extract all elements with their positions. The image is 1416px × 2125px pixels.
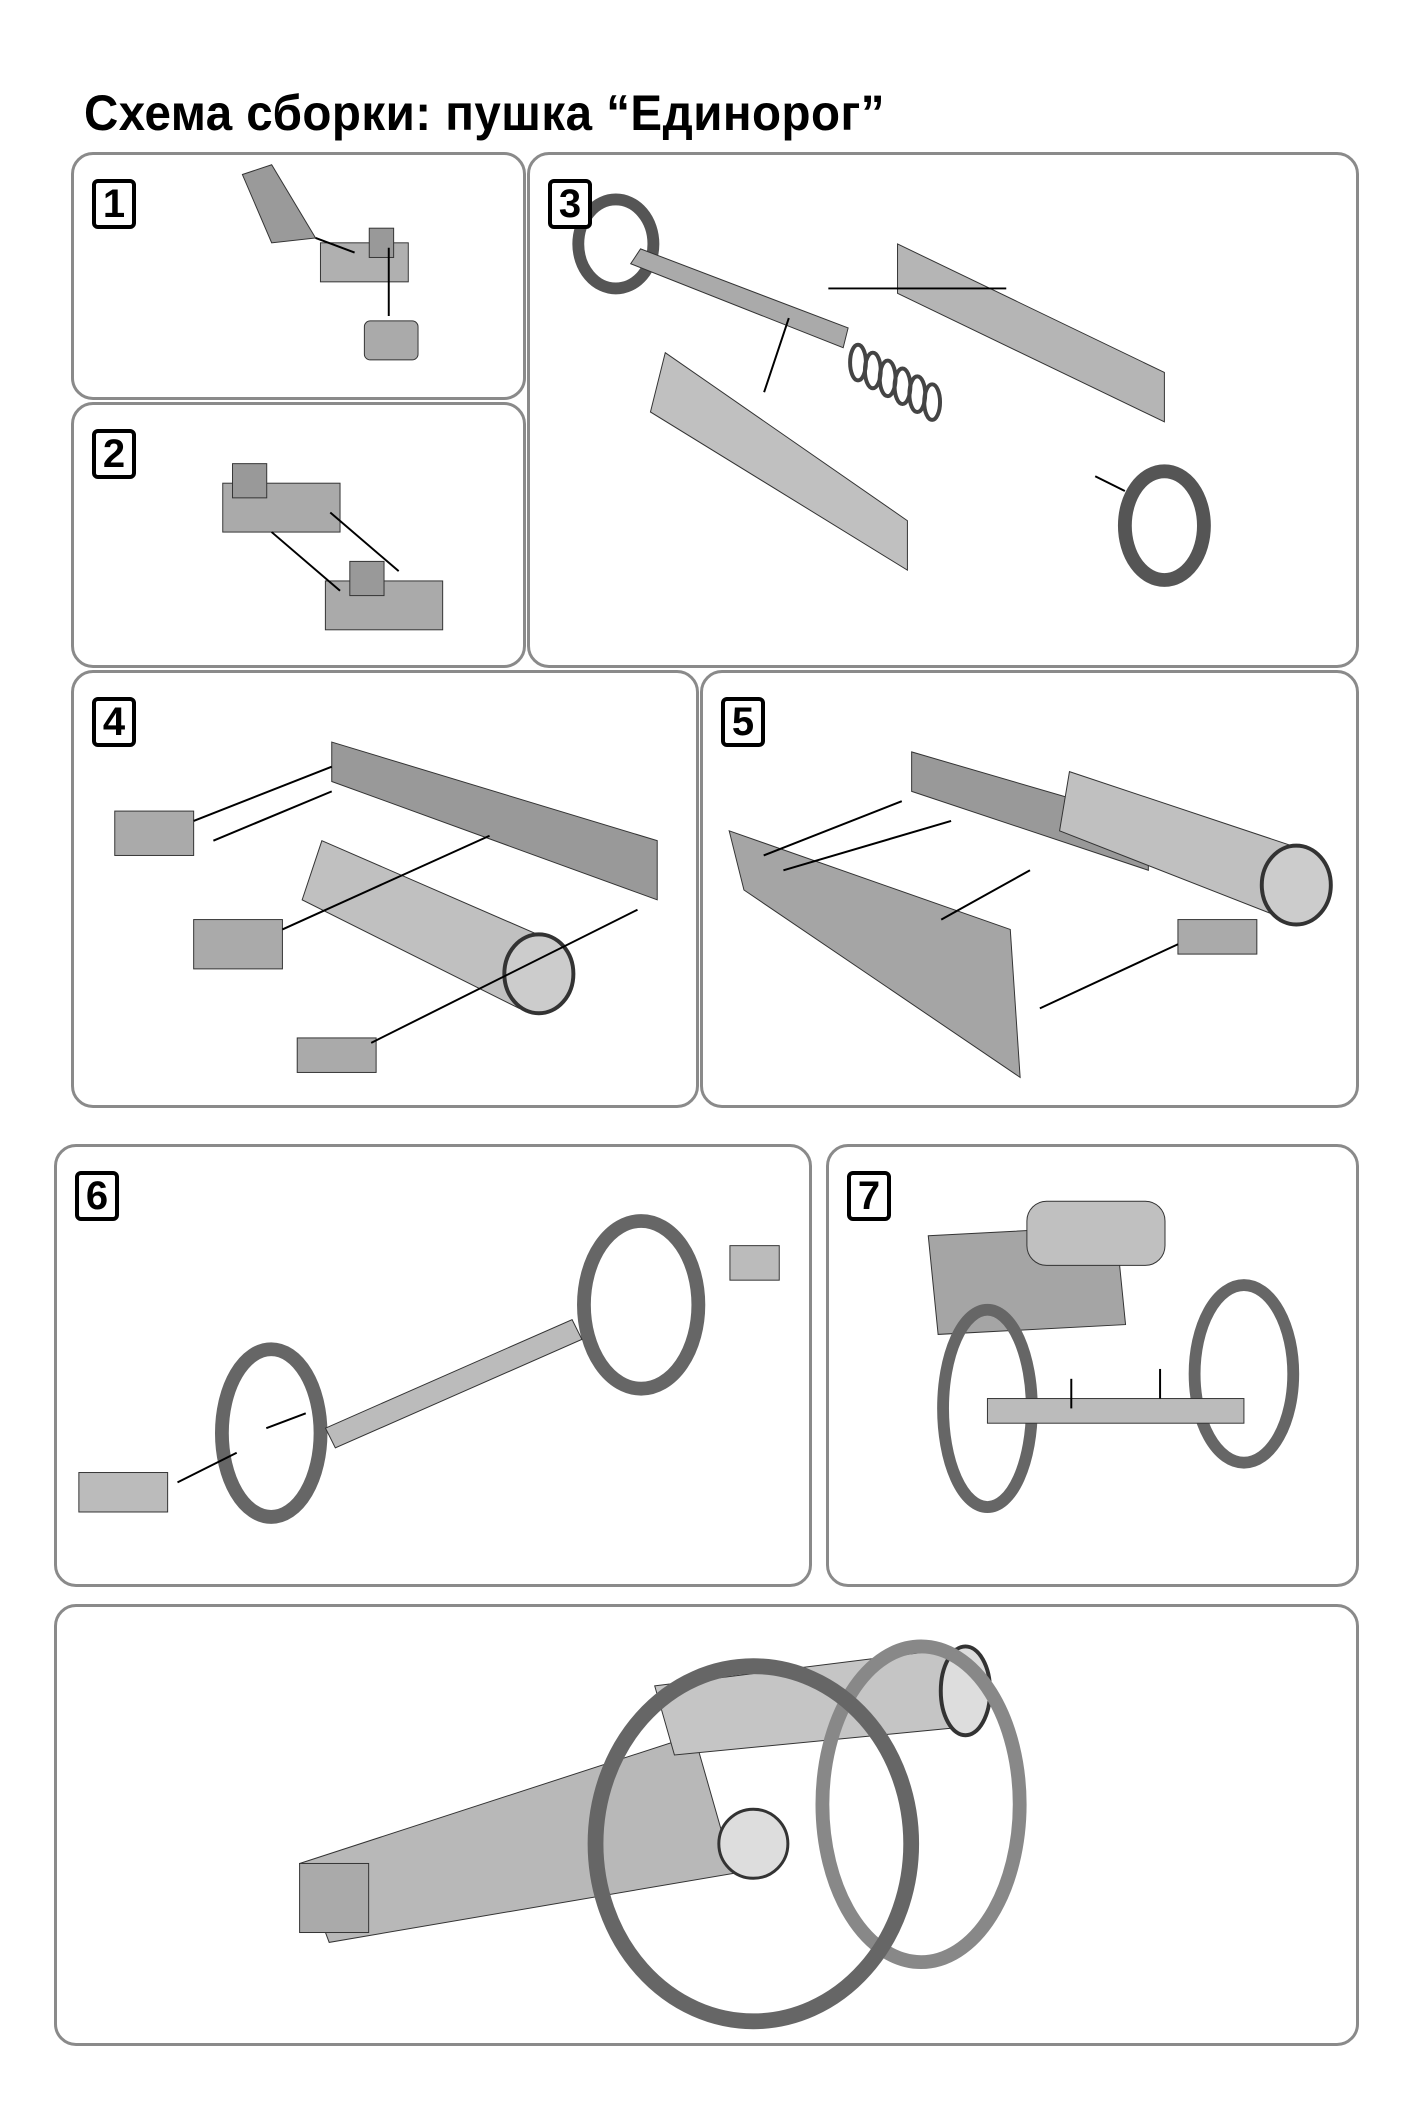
step-2-panel: 2	[71, 402, 526, 668]
step-4-panel: 4	[71, 670, 699, 1108]
step-5-panel: 5	[700, 670, 1359, 1108]
step-4-illustration	[114, 741, 658, 1073]
step-number: 6	[75, 1171, 119, 1221]
step-number: 3	[548, 179, 592, 229]
page-title: Схема сборки: пушка “Единорог”	[84, 85, 885, 141]
step-5-illustration	[728, 751, 1333, 1079]
step-number: 7	[847, 1171, 891, 1221]
step-number: 2	[92, 429, 136, 479]
step-6-panel: 6	[54, 1144, 812, 1587]
step-number: 1	[92, 179, 136, 229]
step-number: 5	[721, 697, 765, 747]
step-1-panel: 1	[71, 152, 526, 400]
step-1-illustration	[241, 164, 419, 361]
step-7-illustration	[927, 1200, 1300, 1513]
step-2-illustration	[222, 463, 444, 631]
final-assembly-illustration	[298, 1639, 1027, 2030]
step-7-panel: 7	[826, 1144, 1359, 1587]
step-3-illustration	[572, 193, 1211, 587]
step-3-panel: 3	[527, 152, 1359, 668]
step-number: 4	[92, 697, 136, 747]
step-6-illustration	[78, 1214, 780, 1524]
final-assembly-panel	[54, 1604, 1359, 2046]
